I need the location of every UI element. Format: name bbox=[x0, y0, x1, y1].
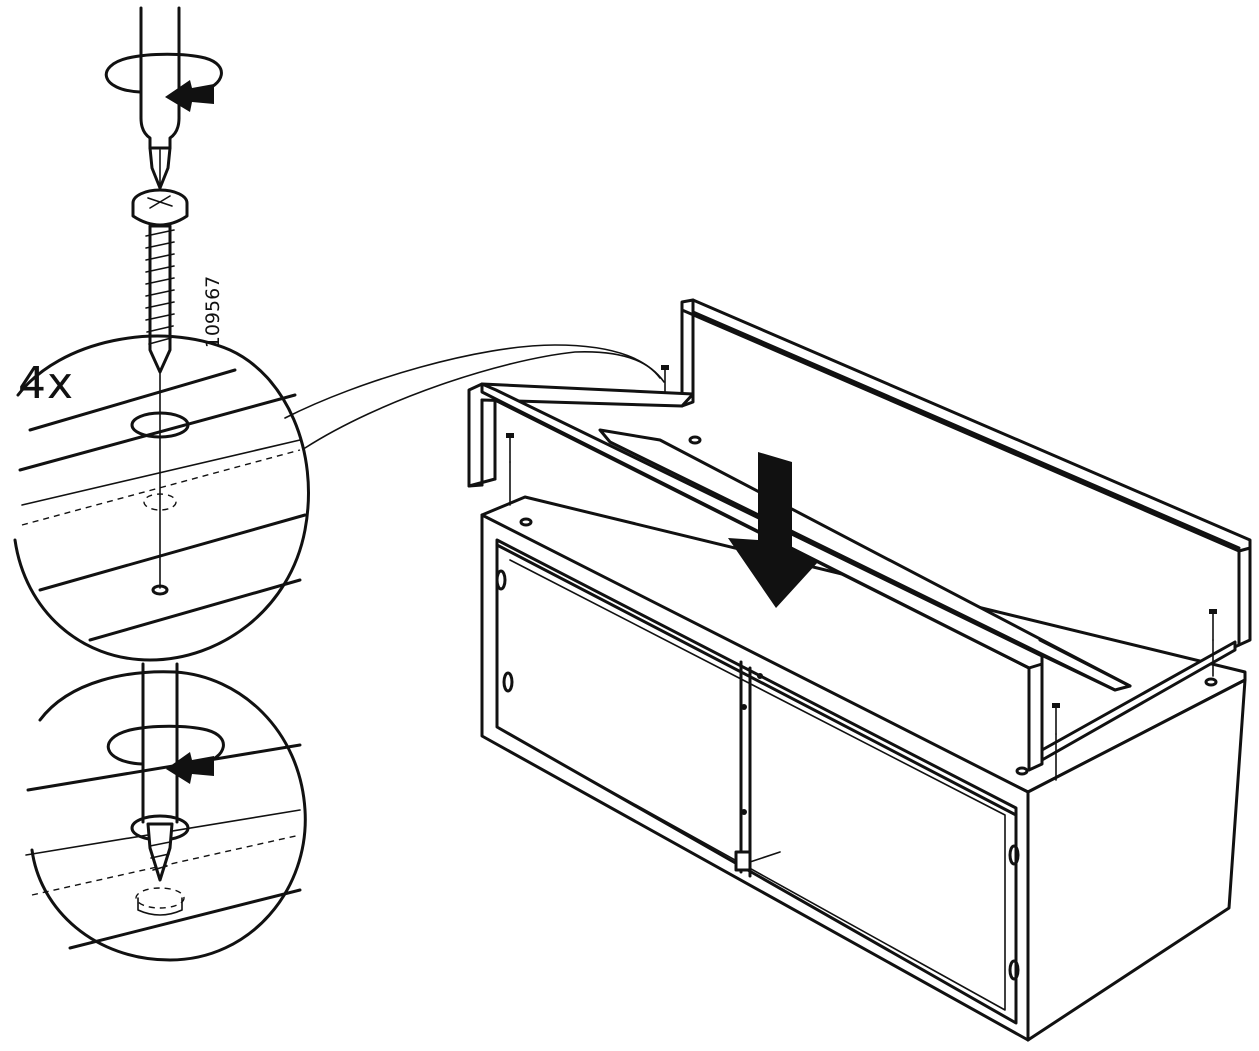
detail-circle-top bbox=[13, 334, 310, 662]
screw-part-number: 109567 bbox=[202, 275, 224, 349]
down-arrow-icon bbox=[728, 452, 818, 608]
clockwise-rotation-arrow-icon bbox=[104, 52, 223, 112]
screw-icon bbox=[506, 365, 1217, 735]
detail-circle-bottom bbox=[25, 670, 307, 962]
clockwise-rotation-arrow-icon bbox=[106, 724, 225, 784]
screwdriver-icon bbox=[141, 662, 179, 882]
cabinet bbox=[480, 435, 1247, 1042]
screw-icon bbox=[131, 188, 189, 374]
screwdriver-icon bbox=[139, 6, 181, 190]
quantity-label: 4x bbox=[18, 358, 75, 409]
